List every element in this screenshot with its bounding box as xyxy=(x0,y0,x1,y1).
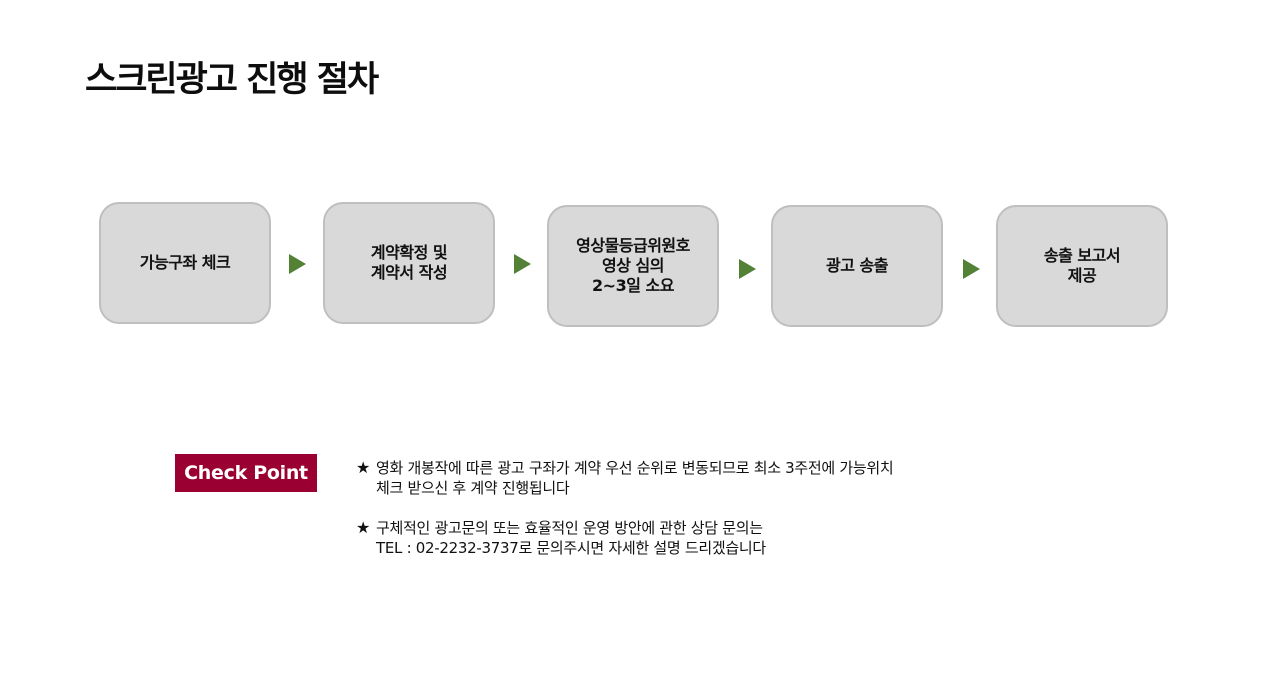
process-step-3: 영상물등급위원호 영상 심의 2~3일 소요 xyxy=(547,205,719,327)
note-item: ★ 구체적인 광고문의 또는 효율적인 운영 방안에 관한 상담 문의는 TEL… xyxy=(356,518,1256,558)
arrow-right-icon xyxy=(739,259,756,279)
process-step-5: 송출 보고서 제공 xyxy=(996,205,1168,327)
arrow-right-icon xyxy=(514,254,531,274)
process-step-4: 광고 송출 xyxy=(771,205,943,327)
note-item: ★ 영화 개봉작에 따른 광고 구좌가 계약 우선 순위로 변동되므로 최소 3… xyxy=(356,458,1256,498)
page-title: 스크린광고 진행 절차 xyxy=(85,60,379,100)
note-line: 체크 받으신 후 계약 진행됩니다 xyxy=(376,479,570,497)
star-icon: ★ xyxy=(356,518,371,537)
note-text: 구체적인 광고문의 또는 효율적인 운영 방안에 관한 상담 문의는 TEL :… xyxy=(376,518,766,558)
process-step-2: 계약확정 및 계약서 작성 xyxy=(323,202,495,324)
star-icon: ★ xyxy=(356,458,371,477)
process-step-label: 계약확정 및 계약서 작성 xyxy=(370,243,448,282)
note-line: 영화 개봉작에 따른 광고 구좌가 계약 우선 순위로 변동되므로 최소 3주전… xyxy=(376,459,894,477)
arrow-right-icon xyxy=(963,259,980,279)
process-step-label: 영상물등급위원호 영상 심의 2~3일 소요 xyxy=(576,236,690,295)
process-step-label: 송출 보고서 제공 xyxy=(1043,246,1121,285)
arrow-right-icon xyxy=(289,254,306,274)
note-line: 구체적인 광고문의 또는 효율적인 운영 방안에 관한 상담 문의는 xyxy=(376,519,763,537)
process-step-1: 가능구좌 체크 xyxy=(99,202,271,324)
process-step-label: 가능구좌 체크 xyxy=(139,253,231,272)
note-text: 영화 개봉작에 따른 광고 구좌가 계약 우선 순위로 변동되므로 최소 3주전… xyxy=(376,458,894,498)
check-point-badge: Check Point xyxy=(175,454,317,492)
note-line: TEL : 02-2232-3737로 문의주시면 자세한 설명 드리겠습니다 xyxy=(376,539,766,557)
process-step-label: 광고 송출 xyxy=(826,256,888,275)
notes-list: ★ 영화 개봉작에 따른 광고 구좌가 계약 우선 순위로 변동되므로 최소 3… xyxy=(356,458,1256,578)
